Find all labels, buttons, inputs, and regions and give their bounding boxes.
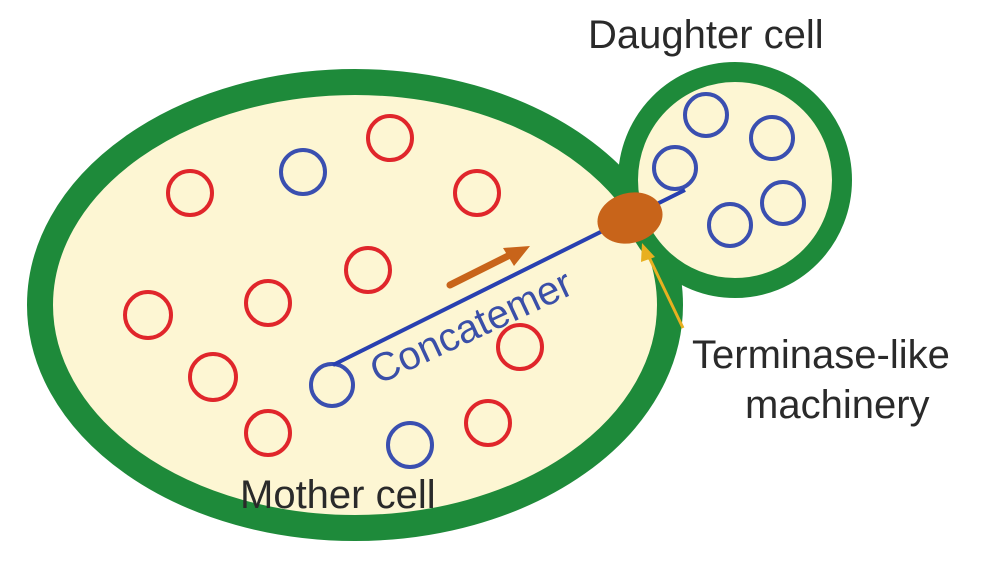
plasmid-blue <box>749 115 795 161</box>
terminase-machinery <box>597 192 663 244</box>
plasmid-red <box>344 246 392 294</box>
plasmid-red <box>123 290 173 340</box>
direction-arrow <box>446 246 530 289</box>
daughter-blue-circles <box>652 92 806 248</box>
terminase-pointer <box>641 243 685 329</box>
plasmid-red <box>244 409 292 457</box>
terminase-label-line2: machinery <box>745 383 930 427</box>
daughter-cell-label: Daughter cell <box>588 13 824 57</box>
terminase-label-line1: Terminase-like <box>692 333 950 377</box>
plasmid-red <box>366 114 414 162</box>
mother-blue-circles <box>279 148 434 469</box>
plasmid-blue <box>309 362 355 408</box>
plasmid-red <box>244 279 292 327</box>
plasmid-blue <box>760 180 806 226</box>
plasmid-red <box>464 399 512 447</box>
plasmid-blue <box>683 92 729 138</box>
plasmid-blue <box>386 421 434 469</box>
mother-cell-label: Mother cell <box>240 473 436 517</box>
plasmid-red <box>496 323 544 371</box>
mother-cell <box>27 69 683 541</box>
plasmid-blue <box>652 145 698 191</box>
plasmid-red <box>166 169 214 217</box>
plasmid-red <box>453 169 501 217</box>
plasmid-red <box>188 352 238 402</box>
plasmid-blue <box>279 148 327 196</box>
mother-red-circles <box>123 114 544 457</box>
plasmid-blue <box>707 202 753 248</box>
